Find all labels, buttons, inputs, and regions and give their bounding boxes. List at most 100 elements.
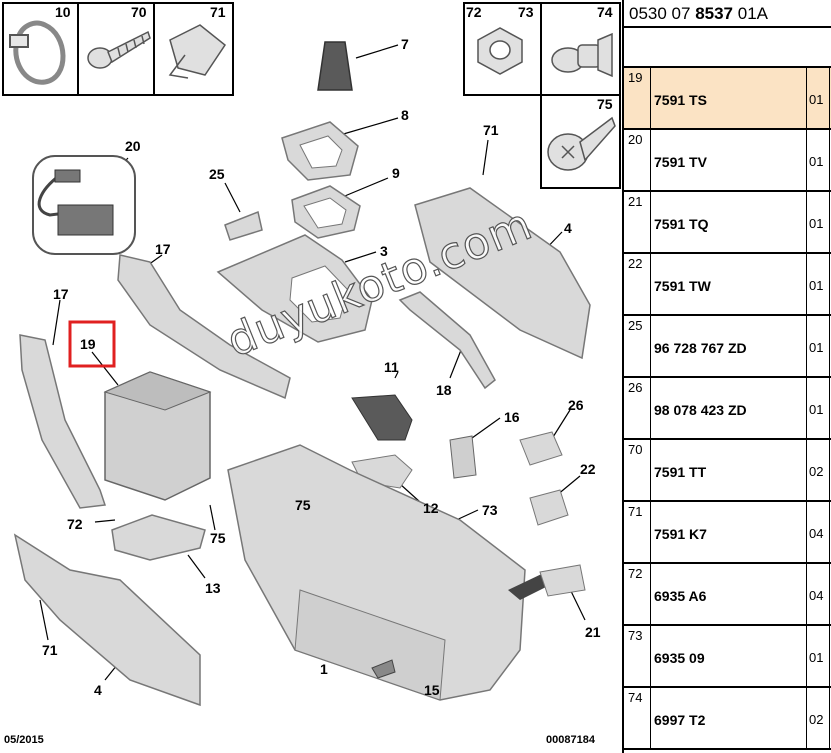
quantity: 01: [809, 154, 824, 169]
table-row[interactable]: 70 7591 TT 02: [624, 440, 831, 502]
part-reference[interactable]: 7591 TT: [651, 440, 807, 500]
reference-prefix: 0530 07: [629, 4, 696, 23]
row-edge: [829, 626, 831, 686]
exploded-parts-diagram: 10 70 71 72 73 74 75 7 8 9 3 4 71 20 25 …: [2, 2, 621, 746]
callout-20: 20: [125, 138, 141, 154]
row-number: 72: [624, 564, 651, 624]
callout-8: 8: [401, 107, 409, 123]
table-row[interactable]: 26 98 078 423 ZD 01: [624, 378, 831, 440]
row-number: 71: [624, 502, 651, 562]
part-reference[interactable]: 6997 T2: [651, 688, 807, 748]
quantity: 01: [809, 402, 824, 417]
callout-26: 26: [568, 397, 584, 413]
quantity: 04: [809, 588, 824, 603]
row-edge: [829, 564, 831, 624]
part-reference[interactable]: 96 728 767 ZD: [651, 316, 807, 376]
row-edge: [829, 68, 831, 128]
table-row[interactable]: 71 7591 K7 04: [624, 502, 831, 564]
callout-71: 71: [42, 642, 58, 658]
part-reference[interactable]: 6935 A6: [651, 564, 807, 624]
table-row[interactable]: 19 7591 TS 01: [624, 68, 831, 130]
row-number: 74: [624, 688, 651, 748]
row-number: 70: [624, 440, 651, 500]
quantity: 01: [809, 216, 824, 231]
callout-73: 73: [518, 4, 534, 20]
callout-22: 22: [580, 461, 596, 477]
callout-75: 75: [210, 530, 226, 546]
part-reference[interactable]: 6935 09: [651, 626, 807, 686]
callout-75: 75: [597, 96, 613, 112]
table-row[interactable]: 73 6935 09 01: [624, 626, 831, 688]
row-number: 25: [624, 316, 651, 376]
callout-73: 73: [482, 502, 498, 518]
drawing-number: 00087184: [546, 734, 595, 746]
quantity: 02: [809, 464, 824, 479]
diagram-drawing: [2, 2, 621, 707]
row-edge: [829, 502, 831, 562]
callout-3: 3: [380, 243, 388, 259]
quantity: 04: [809, 526, 824, 541]
quantity: 02: [809, 712, 824, 727]
table-row[interactable]: 72 6935 A6 04: [624, 564, 831, 626]
row-edge: [829, 688, 831, 748]
callout-74: 74: [597, 4, 613, 20]
part-reference[interactable]: 98 078 423 ZD: [651, 378, 807, 438]
row-number: 19: [624, 68, 651, 128]
part-box-75: [540, 94, 621, 189]
callout-75: 75: [295, 497, 311, 513]
parts-table: 0530 07 8537 01A 19 7591 TS 01 20 7591 T…: [622, 0, 831, 753]
callout-4: 4: [564, 220, 572, 236]
row-edge: [829, 316, 831, 376]
quantity: 01: [809, 92, 824, 107]
part-box-71: [153, 2, 234, 96]
part-reference[interactable]: 7591 TS: [651, 68, 807, 128]
row-edge: [829, 130, 831, 190]
part-reference[interactable]: 7591 K7: [651, 502, 807, 562]
callout-17: 17: [53, 286, 69, 302]
row-number: 22: [624, 254, 651, 314]
table-spacer-row: [624, 28, 831, 68]
table-row[interactable]: 21 7591 TQ 01: [624, 192, 831, 254]
reference-suffix: 01A: [733, 4, 768, 23]
callout-13: 13: [205, 580, 221, 596]
gear-boot: [317, 41, 353, 91]
callout-21: 21: [585, 624, 601, 640]
part-reference[interactable]: 7591 TW: [651, 254, 807, 314]
row-edge: [829, 192, 831, 252]
callout-17: 17: [155, 241, 171, 257]
date-code: 05/2015: [4, 734, 44, 746]
part-reference[interactable]: 7591 TV: [651, 130, 807, 190]
callout-12: 12: [423, 500, 439, 516]
row-edge: [829, 254, 831, 314]
row-edge: [829, 440, 831, 500]
reference-bold: 8537: [695, 4, 734, 23]
callout-72: 72: [466, 4, 482, 20]
table-row[interactable]: 25 96 728 767 ZD 01: [624, 316, 831, 378]
callout-11: 11: [384, 359, 399, 375]
callout-25: 25: [209, 166, 225, 182]
quantity: 01: [809, 650, 824, 665]
table-row[interactable]: 74 6997 T2 02: [624, 688, 831, 750]
callout-1: 1: [320, 661, 328, 677]
callout-71: 71: [210, 4, 226, 20]
row-number: 73: [624, 626, 651, 686]
reference-header: 0530 07 8537 01A: [624, 0, 831, 28]
callout-19: 19: [80, 336, 96, 352]
callout-10: 10: [55, 4, 71, 20]
callout-16: 16: [504, 409, 520, 425]
row-number: 26: [624, 378, 651, 438]
table-row[interactable]: 22 7591 TW 01: [624, 254, 831, 316]
callout-71: 71: [483, 122, 499, 138]
callout-15: 15: [424, 682, 440, 698]
table-row[interactable]: 20 7591 TV 01: [624, 130, 831, 192]
callout-4: 4: [94, 682, 102, 698]
row-edge: [829, 378, 831, 438]
callout-70: 70: [131, 4, 147, 20]
callout-72: 72: [67, 516, 83, 532]
row-number: 21: [624, 192, 651, 252]
highlight-box-19: [68, 320, 116, 368]
part-reference[interactable]: 7591 TQ: [651, 192, 807, 252]
callout-7: 7: [401, 36, 409, 52]
quantity: 01: [809, 278, 824, 293]
row-number: 20: [624, 130, 651, 190]
